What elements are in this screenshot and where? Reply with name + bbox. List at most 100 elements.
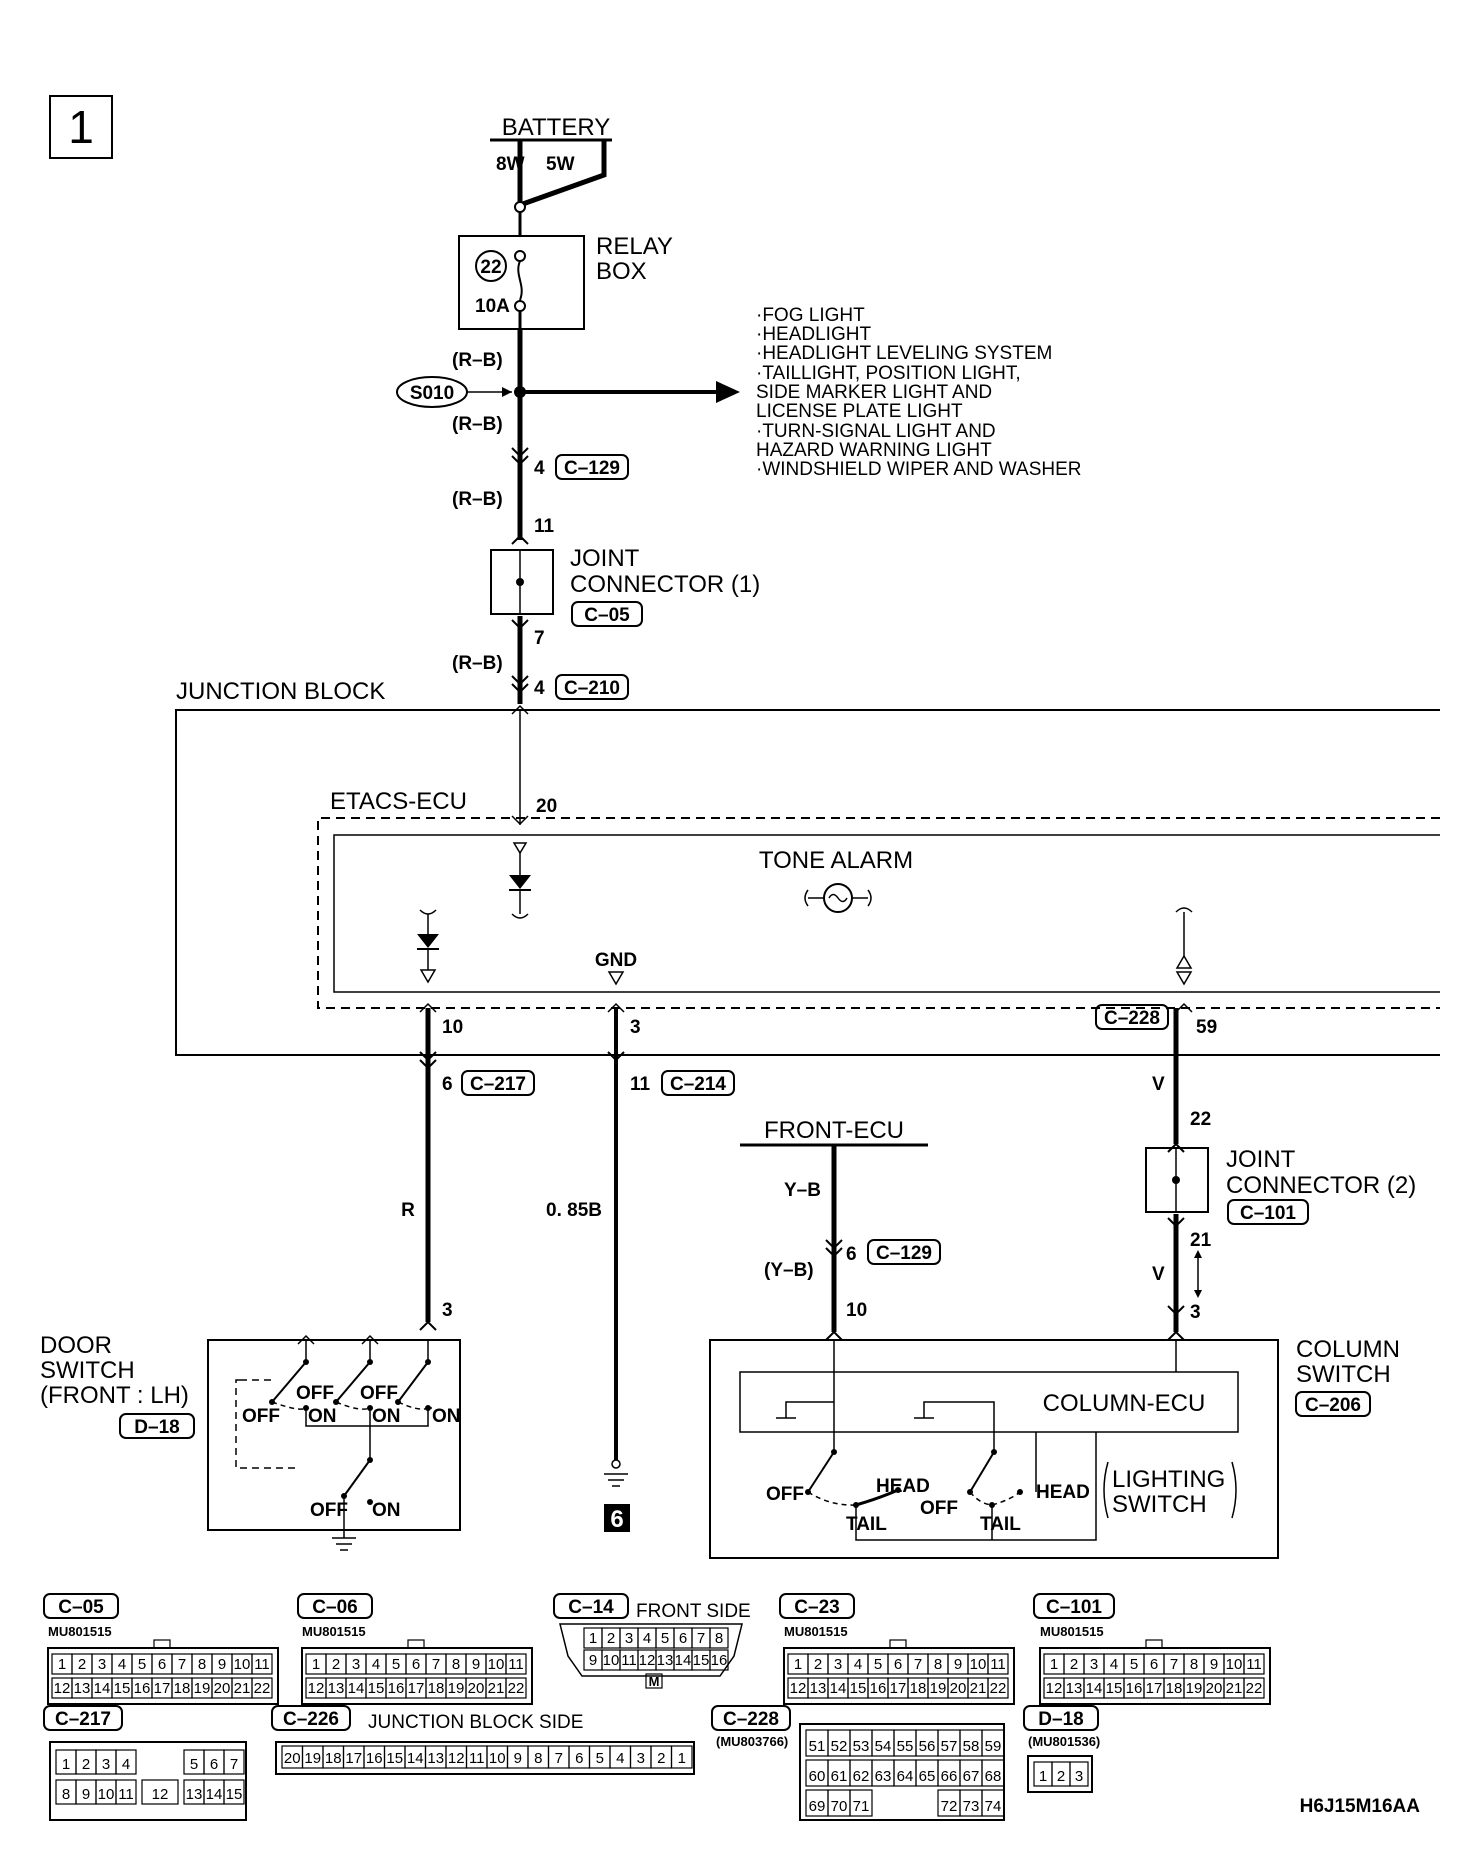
connector-pin: 4 [616, 1750, 624, 1767]
connector-pin: 6 [158, 1656, 166, 1673]
connector-pin: 17 [1146, 1680, 1163, 1697]
connector-pin: 10 [970, 1656, 987, 1673]
diagram-code: H6J15M16AA [1300, 1796, 1421, 1817]
etacs-inner [333, 834, 1440, 993]
door-on-label: ON [372, 1406, 401, 1427]
connector-pin: 15 [1106, 1680, 1123, 1697]
wire-rb-1: (R–B) [452, 350, 503, 371]
c210-id: C–210 [564, 678, 620, 699]
connector-pin: 18 [428, 1680, 445, 1697]
connector-pin: 21 [234, 1680, 251, 1697]
connector-pin: 16 [388, 1680, 405, 1697]
connector-pin: 22 [990, 1680, 1007, 1697]
connector-pin: 6 [210, 1756, 218, 1773]
connector-pin: 4 [1110, 1656, 1118, 1673]
joint1-id: C–05 [584, 605, 630, 626]
connector-pin: 61 [831, 1768, 848, 1785]
wire-v-1: V [1152, 1074, 1165, 1095]
connector-pin: 1 [1039, 1768, 1047, 1785]
connector-pin: 7 [1170, 1656, 1178, 1673]
connector-pin: 4 [372, 1656, 380, 1673]
connector-pin: 51 [809, 1738, 826, 1755]
connector-pin: 21 [488, 1680, 505, 1697]
connector-pin: 8 [534, 1750, 542, 1767]
connector-pin: 6 [575, 1750, 583, 1767]
connector-pin: 72 [941, 1798, 958, 1815]
tone-alarm-label: TONE ALARM [759, 847, 913, 874]
lighting-off-label: OFF [920, 1498, 958, 1519]
connector-pin: 66 [941, 1768, 958, 1785]
svg-text:C–06: C–06 [312, 1597, 357, 1618]
feed-item: SIDE MARKER LIGHT AND [756, 382, 992, 403]
column-switch [709, 1339, 1279, 1559]
connector-pin: 5 [138, 1656, 146, 1673]
connector-pin: 64 [897, 1768, 914, 1785]
connector-pin: 22 [508, 1680, 525, 1697]
door-off-label: OFF [242, 1406, 280, 1427]
diode-icon [509, 875, 531, 889]
connector-pin: 15 [114, 1680, 131, 1697]
connector-pin: 8 [1190, 1656, 1198, 1673]
joint2-label-1: JOINT [1226, 1146, 1296, 1173]
connector-pin: 6 [894, 1656, 902, 1673]
connector-pin: 13 [186, 1786, 203, 1803]
door-on-label: ON [432, 1406, 461, 1427]
connector-pin: 5 [596, 1750, 604, 1767]
svg-text:C–217: C–217 [55, 1709, 111, 1730]
connector-pin: 6 [1150, 1656, 1158, 1673]
connector-pin: 10 [1226, 1656, 1243, 1673]
connector-pin: 12 [152, 1786, 169, 1803]
connector-pin: 74 [985, 1798, 1002, 1815]
connector-pin: 60 [809, 1768, 826, 1785]
svg-text:(MU803766): (MU803766) [716, 1734, 788, 1749]
door-switch-label-3: (FRONT : LH) [40, 1382, 189, 1409]
connector-pin: 71 [853, 1798, 870, 1815]
lighting-head-label: HEAD [1036, 1482, 1090, 1503]
connector-pin: 8 [715, 1630, 723, 1647]
feed-list: ·FOG LIGHT ·HEADLIGHT ·HEADLIGHT LEVELIN… [756, 305, 1082, 480]
connector-pin: 22 [1246, 1680, 1263, 1697]
wire-rb-2: (R–B) [452, 414, 503, 435]
connector-pin: 56 [919, 1738, 936, 1755]
joint-connector-1 [490, 549, 554, 615]
feed-item: ·TURN-SIGNAL LIGHT AND [756, 421, 996, 442]
connector-pin: 8 [934, 1656, 942, 1673]
connector-pin: 22 [254, 1680, 271, 1697]
connector-pin: 6 [679, 1630, 687, 1647]
connector-pin: 21 [970, 1680, 987, 1697]
connector-pin: 17 [154, 1680, 171, 1697]
door-pin-6: 6 [442, 1074, 453, 1095]
connector-pin: 1 [678, 1750, 686, 1767]
connector-pin: 57 [941, 1738, 958, 1755]
connector-pin: 19 [194, 1680, 211, 1697]
door-on-label: ON [372, 1500, 401, 1521]
wire-rb-4: (R–B) [452, 653, 503, 674]
connector-pin: 16 [134, 1680, 151, 1697]
gnd-label: GND [595, 950, 637, 971]
connector-pin: 5 [1130, 1656, 1138, 1673]
fuse-rating: 10A [475, 296, 510, 317]
connector-pin: 4 [854, 1656, 862, 1673]
connector-pin: 12 [1046, 1680, 1063, 1697]
wire-yb-1: Y–B [784, 1180, 821, 1201]
connector-pin: 7 [697, 1630, 705, 1647]
connector-pin: 1 [1050, 1656, 1058, 1673]
connector-pin: 16 [1126, 1680, 1143, 1697]
joint1-pin-out: 7 [534, 628, 545, 649]
connector-pin: 8 [62, 1786, 70, 1803]
connector-pin: 1 [58, 1656, 66, 1673]
connector-pin: 3 [834, 1656, 842, 1673]
wire-rb-3: (R–B) [452, 489, 503, 510]
connector-pin: 13 [1066, 1680, 1083, 1697]
column-ecu [739, 1371, 1239, 1433]
column-switch-id: C–206 [1305, 1395, 1361, 1416]
connector-pin: 67 [963, 1768, 980, 1785]
connector-pin: 3 [625, 1630, 633, 1647]
connector-pin: 12 [54, 1680, 71, 1697]
jb-pin-3: 3 [630, 1017, 641, 1038]
